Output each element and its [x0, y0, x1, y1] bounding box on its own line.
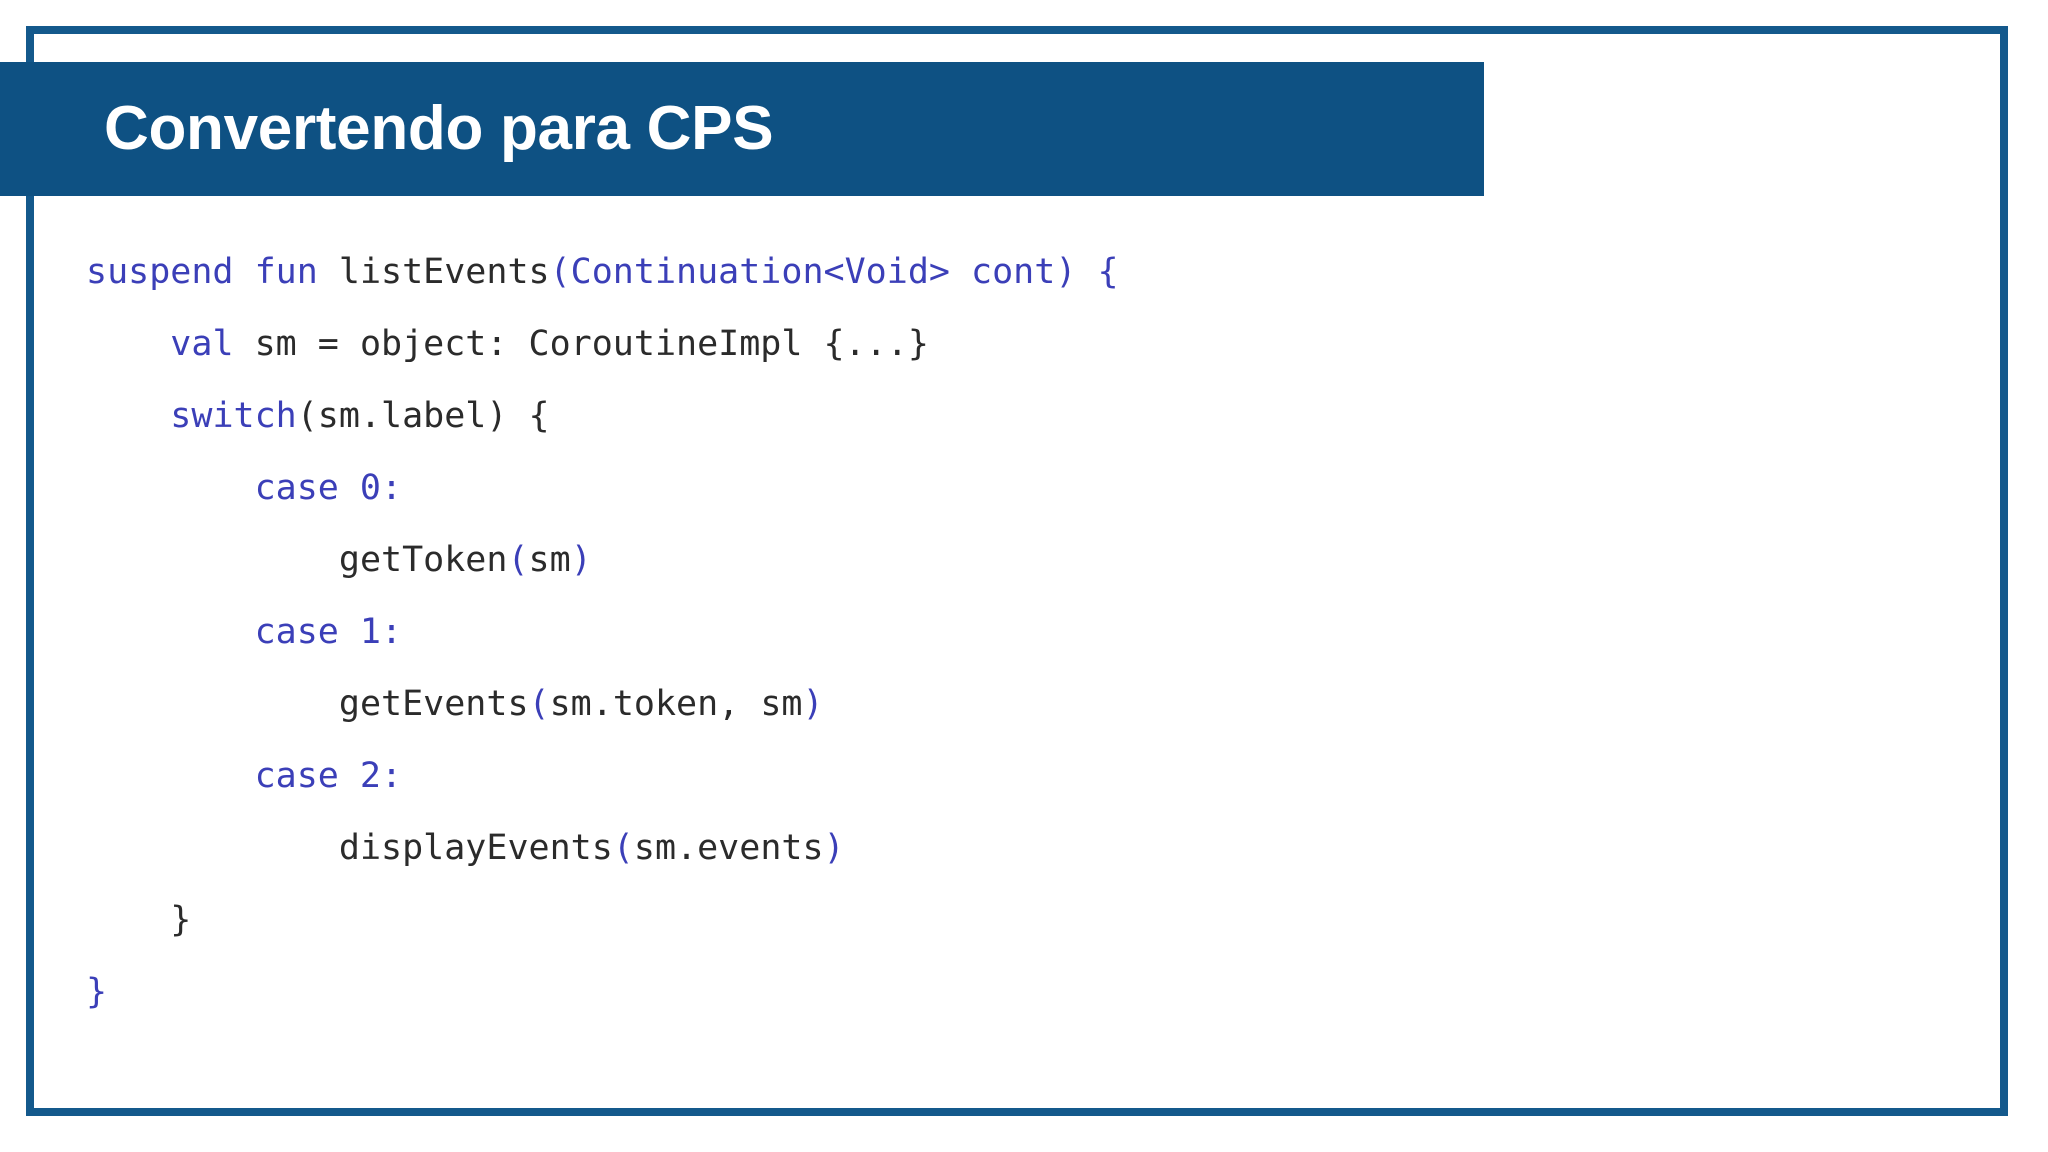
code-token: sm.token, sm — [549, 684, 803, 724]
code-line: suspend fun listEvents(Continuation<Void… — [86, 236, 1988, 308]
code-line: val sm = object: CoroutineImpl {...} — [86, 308, 1988, 380]
code-line: case 2: — [86, 740, 1988, 812]
code-indent — [86, 828, 339, 868]
code-token: sm = object: CoroutineImpl {...} — [233, 324, 929, 364]
code-token: } — [86, 972, 108, 1012]
code-token: ( — [612, 828, 634, 868]
title-banner: Convertendo para CPS — [0, 62, 1484, 196]
code-indent — [86, 612, 255, 652]
code-line: getEvents(sm.token, sm) — [86, 668, 1988, 740]
page-title: Convertendo para CPS — [104, 94, 774, 163]
code-line: } — [86, 884, 1988, 956]
code-token: } — [170, 900, 192, 940]
code-token: (sm.label) { — [296, 396, 550, 436]
code-indent — [86, 900, 170, 940]
code-line: displayEvents(sm.events) — [86, 812, 1988, 884]
code-indent — [86, 468, 255, 508]
code-token: suspend fun — [86, 252, 339, 292]
code-token: ( — [528, 684, 550, 724]
code-token: sm — [528, 540, 571, 580]
code-token: sm.events — [633, 828, 824, 868]
code-indent — [86, 540, 339, 580]
code-line: case 1: — [86, 596, 1988, 668]
code-token: case 0: — [254, 468, 403, 508]
code-token: ) — [823, 828, 845, 868]
code-line: getToken(sm) — [86, 524, 1988, 596]
code-token: case 1: — [254, 612, 403, 652]
code-token: val — [170, 324, 234, 364]
code-token: case 2: — [254, 756, 403, 796]
code-indent — [86, 756, 255, 796]
code-indent — [86, 684, 339, 724]
code-token: getEvents — [338, 684, 529, 724]
code-token: listEvents — [338, 252, 550, 292]
code-token: displayEvents — [338, 828, 613, 868]
code-indent — [86, 324, 170, 364]
code-token: switch — [170, 396, 297, 436]
code-token: ( — [507, 540, 529, 580]
code-block: suspend fun listEvents(Continuation<Void… — [86, 236, 1988, 1028]
code-line: switch(sm.label) { — [86, 380, 1988, 452]
code-indent — [86, 396, 170, 436]
code-token: ) — [802, 684, 824, 724]
code-token: getToken — [338, 540, 508, 580]
code-line: case 0: — [86, 452, 1988, 524]
code-area: suspend fun listEvents(Continuation<Void… — [86, 236, 1988, 1092]
code-line: } — [86, 956, 1988, 1028]
code-token: (Continuation<Void> cont) { — [549, 252, 1119, 292]
code-token: ) — [570, 540, 592, 580]
